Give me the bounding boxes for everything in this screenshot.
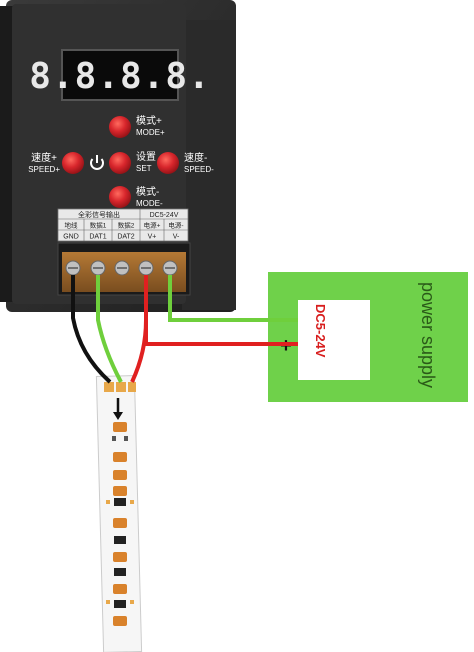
led-chip xyxy=(113,486,127,496)
label-bot-3: DAT2 xyxy=(117,234,134,241)
strip-pad-data xyxy=(116,382,126,392)
speed-plus-button[interactable]: 速度+ SPEED+ xyxy=(28,151,84,174)
strip-ic xyxy=(114,568,126,576)
seven-segment-display: 8.8.8.8. xyxy=(29,49,210,101)
led-chip xyxy=(113,470,127,480)
mode-minus-label-en: MODE- xyxy=(136,199,163,208)
speed-plus-button-cap[interactable] xyxy=(62,152,84,174)
strip-pad-vcc xyxy=(128,382,136,392)
label-header-left: 全彩信号输出 xyxy=(78,210,120,219)
label-sub-1: 地线 xyxy=(65,221,79,230)
display-digits: 8.8.8.8. xyxy=(29,56,210,97)
arrow-head-icon xyxy=(113,412,123,420)
strip-pad-gnd xyxy=(104,382,114,392)
set-button[interactable]: 设置 SET xyxy=(109,151,156,174)
mode-plus-label-zh: 模式+ xyxy=(136,114,162,127)
power-button[interactable] xyxy=(89,155,105,171)
led-chip xyxy=(113,552,127,562)
strip-ic xyxy=(114,600,126,608)
label-sub-2: 数据1 xyxy=(90,221,107,230)
speed-minus-button[interactable]: 速度- SPEED- xyxy=(157,151,214,174)
set-label-en: SET xyxy=(136,164,152,173)
power-supply-voltage: DC5-24V xyxy=(313,304,328,358)
mode-plus-button[interactable]: 模式+ MODE+ xyxy=(109,114,165,138)
speed-minus-label-en: SPEED- xyxy=(184,165,214,174)
strip-components xyxy=(106,436,134,608)
wire-gnd-black xyxy=(71,275,112,384)
led-chip xyxy=(113,452,127,462)
set-label-zh: 设置 xyxy=(136,151,156,163)
wire-vminus-green xyxy=(168,275,298,322)
led-strip xyxy=(95,375,143,652)
controller-left-flange xyxy=(0,6,14,302)
led-chip xyxy=(113,584,127,594)
power-supply-title: power supply xyxy=(418,282,438,388)
strip-ic xyxy=(114,498,126,506)
mode-plus-button-cap[interactable] xyxy=(109,116,131,138)
led-chip xyxy=(113,616,127,626)
label-plate-bg xyxy=(57,208,189,242)
mode-minus-button[interactable]: 模式- MODE- xyxy=(109,185,163,208)
label-bot-5: V- xyxy=(173,234,180,241)
led-controller: 8.8.8.8. 模式+ MODE+ 速度+ SPEED+ 设置 SET 速度-… xyxy=(0,0,236,312)
terminal-label-plate: 全彩信号输出 DC5-24V 地线 数据1 数据2 电源+ 电源- GND DA… xyxy=(57,208,189,242)
strip-ic xyxy=(114,536,126,544)
speed-plus-label-en: SPEED+ xyxy=(28,165,60,174)
speed-minus-button-cap[interactable] xyxy=(157,152,179,174)
label-header-right: DC5-24V xyxy=(150,212,179,219)
led-chips xyxy=(113,422,127,626)
label-sub-4: 电源+ xyxy=(144,221,161,230)
label-sub-3: 数据2 xyxy=(118,221,135,230)
set-button-cap[interactable] xyxy=(109,152,131,174)
label-bot-2: DAT1 xyxy=(89,234,106,241)
controller-side-panel xyxy=(182,20,236,310)
speed-plus-label-zh: 速度+ xyxy=(31,151,57,164)
power-supply-terminal-area xyxy=(298,300,370,380)
mode-plus-label-en: MODE+ xyxy=(136,128,165,137)
mode-minus-button-cap[interactable] xyxy=(109,186,131,208)
wire-vcc-red xyxy=(130,275,148,383)
display-frame xyxy=(61,49,179,101)
power-icon xyxy=(90,158,104,170)
label-sub-5: 电源- xyxy=(168,221,183,230)
speed-minus-label-zh: 速度- xyxy=(184,151,207,164)
mode-minus-label-zh: 模式- xyxy=(136,185,159,198)
label-bot-4: V+ xyxy=(148,234,157,241)
label-bot-1: GND xyxy=(63,234,79,241)
strip-wires xyxy=(71,275,148,384)
led-chip xyxy=(113,518,127,528)
led-chip xyxy=(113,422,127,432)
wire-data-green xyxy=(96,275,123,383)
power-supply: DC5-24V power supply - + xyxy=(268,272,468,402)
